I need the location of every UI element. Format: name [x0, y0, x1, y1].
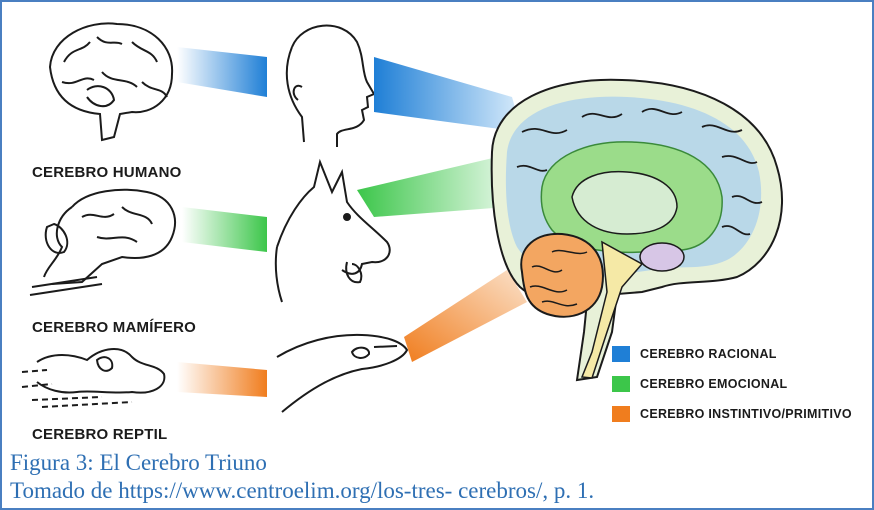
legend-item-racional: CEREBRO RACIONAL — [612, 346, 777, 362]
legend-item-emocional: CEREBRO EMOCIONAL — [612, 376, 787, 392]
beam-orange-left — [177, 362, 267, 397]
snake-head-sketch — [277, 335, 407, 412]
legend-swatch-orange — [612, 406, 630, 422]
legend-label-emocional: CEREBRO EMOCIONAL — [640, 377, 787, 391]
beam-green-right — [357, 157, 507, 217]
figure-caption-source: Tomado de https://www.centroelim.org/los… — [10, 478, 594, 504]
label-human-brain: CEREBRO HUMANO — [32, 164, 181, 181]
beam-blue-right — [374, 57, 522, 132]
figure-caption-title: Figura 3: El Cerebro Triuno — [10, 450, 267, 476]
label-mammal-brain: CEREBRO MAMÍFERO — [32, 319, 196, 336]
dog-head-sketch — [276, 162, 390, 302]
mammal-brain-sketch — [30, 190, 175, 295]
beam-blue-left — [177, 47, 267, 97]
label-reptile-brain: CEREBRO REPTIL — [32, 426, 167, 443]
legend-item-instintivo: CEREBRO INSTINTIVO/PRIMITIVO — [612, 406, 852, 422]
triune-brain-diagram: CEREBRO HUMANO CEREBRO MAMÍFERO CEREBRO … — [2, 2, 872, 448]
human-brain-sketch — [50, 23, 172, 140]
legend-swatch-blue — [612, 346, 630, 362]
beam-orange-right — [404, 270, 527, 362]
legend-label-racional: CEREBRO RACIONAL — [640, 347, 777, 361]
beam-green-left — [182, 207, 267, 252]
triune-brain-illustration — [492, 80, 782, 380]
human-head-sketch — [287, 26, 374, 147]
reptile-brain-sketch — [22, 349, 164, 407]
legend-label-instintivo: CEREBRO INSTINTIVO/PRIMITIVO — [640, 407, 852, 421]
legend-swatch-green — [612, 376, 630, 392]
